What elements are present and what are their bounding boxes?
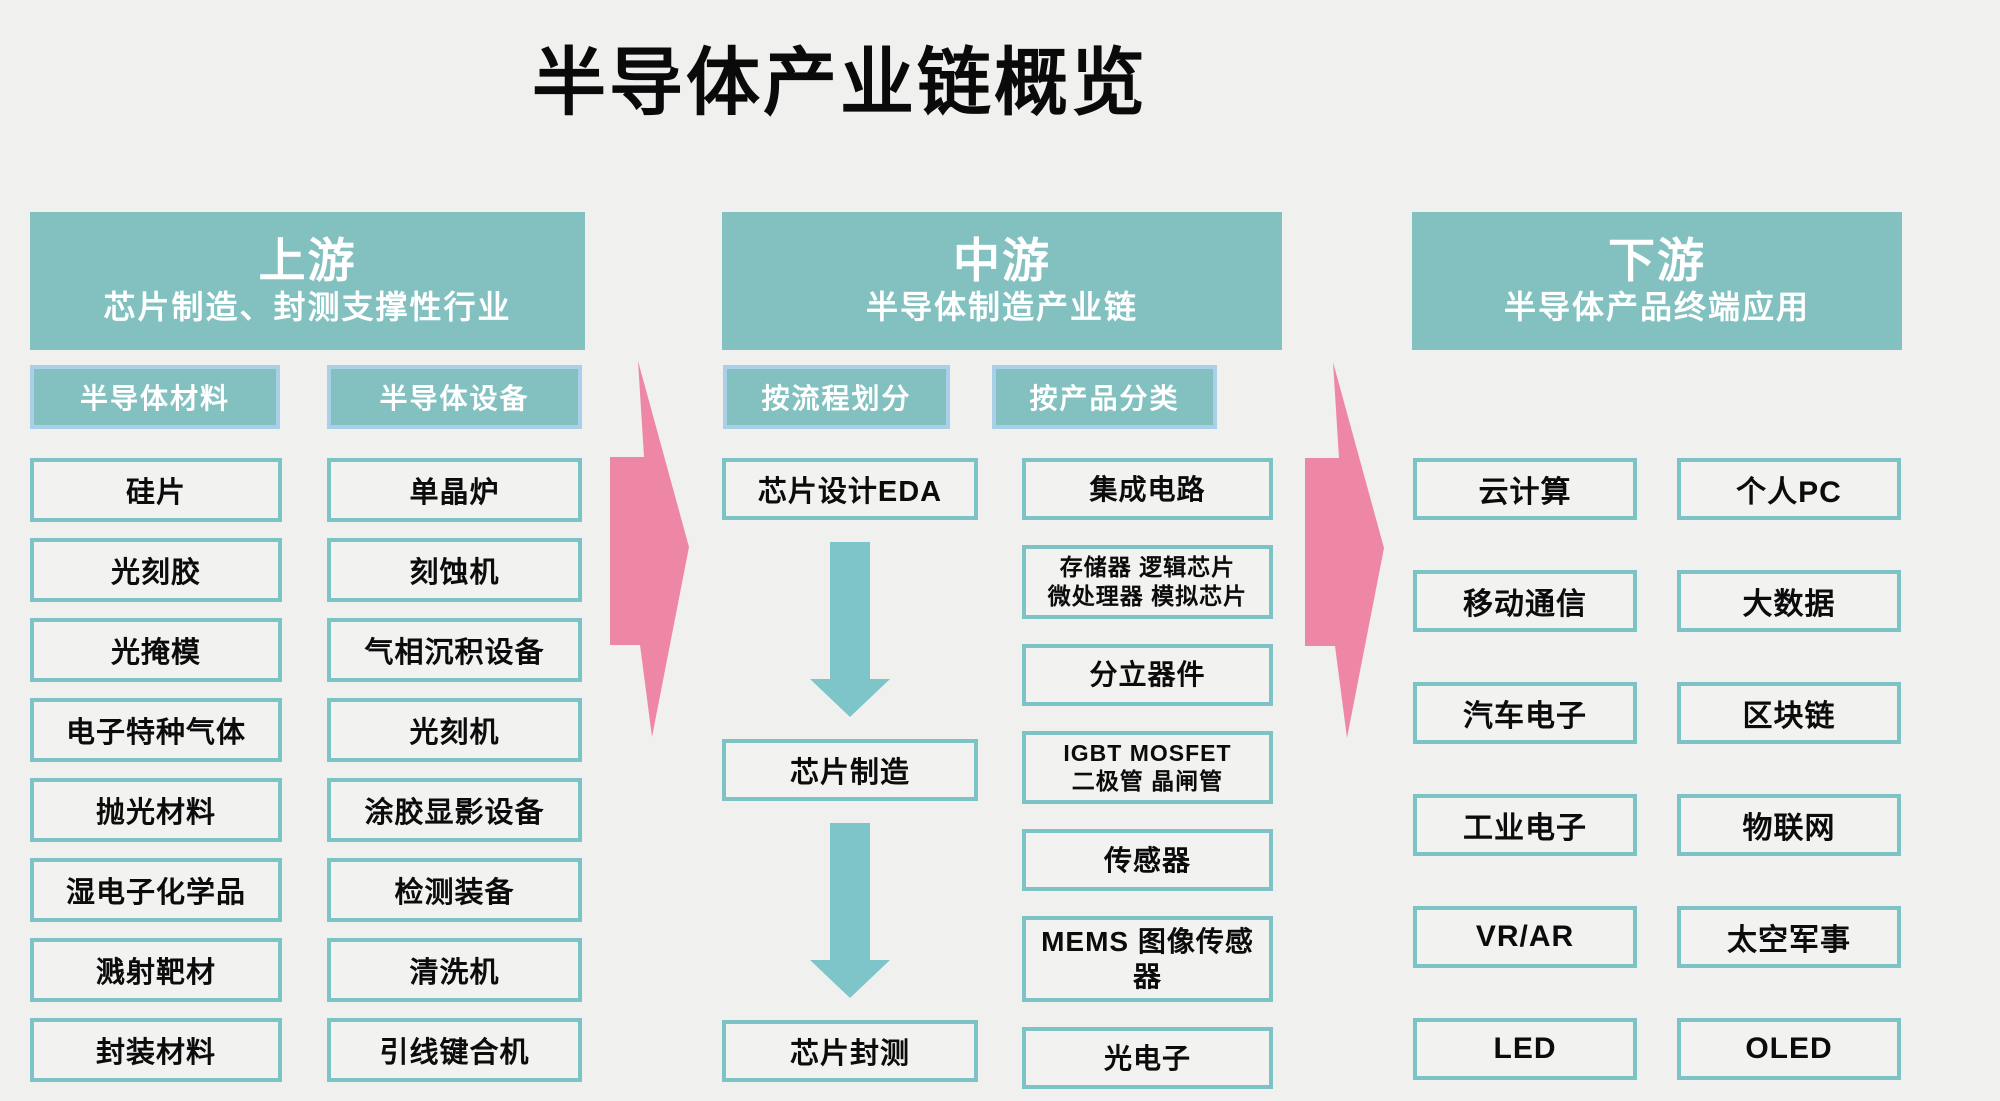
down-arrow-icon [810, 823, 890, 998]
application-item-box: 移动通信 [1413, 570, 1637, 632]
tab-semiconductor-materials: 半导体材料 [30, 365, 280, 429]
midstream-title: 中游 [953, 233, 1051, 287]
process-flow-column: 芯片设计EDA 芯片制造 芯片封测 [722, 458, 978, 1082]
page-title: 半导体产业链概览 [532, 41, 1148, 124]
equipment-item-box: 清洗机 [327, 938, 582, 1002]
product-item-box: 存储器 逻辑芯片 微处理器 模拟芯片 [1022, 545, 1273, 619]
downstream-column-2: 个人PC 大数据区块链物联网太空军事 OLED [1677, 458, 1901, 1080]
downstream-subtitle: 半导体产品终端应用 [1503, 289, 1810, 326]
equipment-item-box: 光刻机 [327, 698, 582, 762]
product-item-box: 集成电路 [1022, 458, 1273, 520]
materials-column: 硅片光刻胶光掩模电子特种气体抛光材料湿电子化学品溅射靶材封装材料 [30, 458, 282, 1082]
equipment-item-box: 单晶炉 [327, 458, 582, 522]
midstream-subtitle: 半导体制造产业链 [865, 289, 1138, 326]
equipment-column: 单晶炉刻蚀机气相沉积设备光刻机涂胶显影设备检测装备清洗机引线键合机 [327, 458, 582, 1082]
downstream-title: 下游 [1608, 233, 1706, 287]
material-item-box: 电子特种气体 [30, 698, 282, 762]
application-item-box: 大数据 [1677, 570, 1901, 632]
material-item-box: 光刻胶 [30, 538, 282, 602]
product-item-box: 分立器件 [1022, 643, 1273, 706]
application-item-box: 个人PC [1677, 458, 1901, 520]
material-item-box: 光掩模 [30, 618, 282, 682]
products-column: 集成电路存储器 逻辑芯片 微处理器 模拟芯片分立器件 IGBT MOSFET 二极… [1022, 458, 1273, 1089]
material-item-box: 封装材料 [30, 1018, 282, 1082]
upstream-title: 上游 [258, 233, 357, 287]
application-item-box: 太空军事 [1677, 906, 1901, 968]
product-item-box: 光电子 [1022, 1027, 1273, 1089]
application-item-box: 云计算 [1413, 458, 1637, 520]
tab-by-process: 按流程划分 [723, 365, 950, 429]
application-item-box: OLED [1677, 1018, 1901, 1080]
down-arrow-icon [810, 542, 890, 717]
process-step-box: 芯片封测 [722, 1020, 978, 1082]
flow-arrow-icon [610, 361, 689, 737]
material-item-box: 湿电子化学品 [30, 858, 282, 922]
material-item-box: 溅射靶材 [30, 938, 282, 1002]
application-item-box: 汽车电子 [1413, 682, 1637, 744]
product-item-box: 传感器 [1022, 829, 1273, 891]
midstream-header: 中游 半导体制造产业链 [722, 212, 1282, 350]
equipment-item-box: 刻蚀机 [327, 538, 582, 602]
application-item-box: LED [1413, 1018, 1637, 1080]
material-item-box: 硅片 [30, 458, 282, 522]
upstream-subtitle: 芯片制造、封测支撑性行业 [103, 289, 512, 326]
downstream-header: 下游 半导体产品终端应用 [1412, 212, 1902, 350]
material-item-box: 抛光材料 [30, 778, 282, 842]
tab-by-product: 按产品分类 [992, 365, 1217, 429]
upstream-header: 上游 芯片制造、封测支撑性行业 [30, 212, 585, 350]
application-item-box: 区块链 [1677, 682, 1901, 744]
tab-semiconductor-equipment: 半导体设备 [327, 365, 582, 429]
flow-arrow-icon [1305, 362, 1384, 738]
application-item-box: 物联网 [1677, 794, 1901, 856]
application-item-box: 工业电子 [1413, 794, 1637, 856]
equipment-item-box: 引线键合机 [327, 1018, 582, 1082]
equipment-item-box: 气相沉积设备 [327, 618, 582, 682]
downstream-column-1: 云计算移动通信汽车电子工业电子 VR/AR LED [1413, 458, 1637, 1080]
process-step-box: 芯片设计EDA [722, 458, 978, 520]
product-item-box: IGBT MOSFET 二极管 晶闸管 [1022, 730, 1273, 804]
equipment-item-box: 检测装备 [327, 858, 582, 922]
process-step-box: 芯片制造 [722, 739, 978, 801]
product-item-box: MEMS 图像传感器 [1022, 916, 1273, 1002]
application-item-box: VR/AR [1413, 906, 1637, 968]
equipment-item-box: 涂胶显影设备 [327, 778, 582, 842]
